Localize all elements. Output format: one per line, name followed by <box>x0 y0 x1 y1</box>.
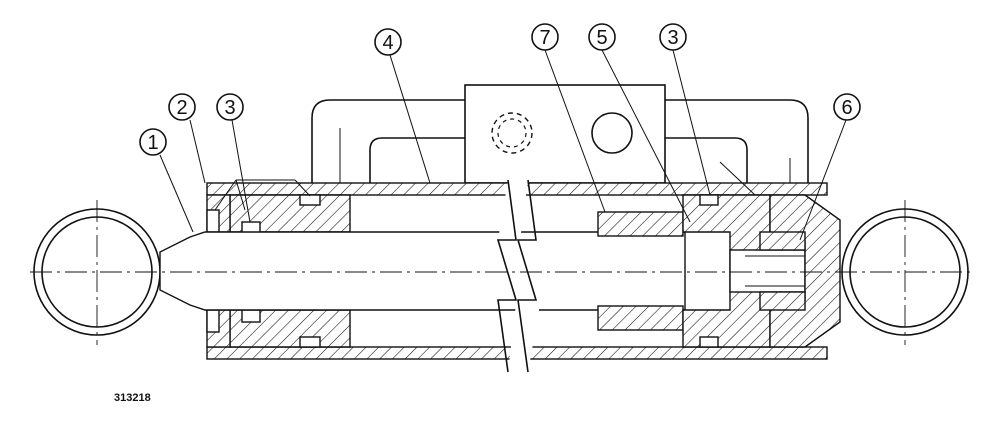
callout-3-right: 3 <box>659 23 687 51</box>
piston-rod <box>159 231 686 311</box>
end-cap <box>759 194 841 348</box>
left-eye-mount <box>33 200 161 345</box>
port-circle <box>591 112 633 154</box>
callout-label: 5 <box>596 27 607 49</box>
callout-3-left: 3 <box>216 93 244 121</box>
callout-label: 6 <box>841 97 852 119</box>
right-eye-mount <box>841 200 969 345</box>
callout-label: 3 <box>224 97 235 119</box>
leader-lines <box>159 49 847 241</box>
callout-label: 3 <box>667 27 678 49</box>
callout-1: 1 <box>139 128 167 156</box>
callout-2: 2 <box>168 93 196 121</box>
callout-label: 2 <box>176 97 187 119</box>
dashed-port-circle <box>491 112 533 154</box>
figure-reference: 313218 <box>114 392 151 404</box>
piston-assembly <box>597 194 806 348</box>
callout-label: 4 <box>382 32 393 54</box>
callout-7: 7 <box>531 23 559 51</box>
gland-head <box>206 194 351 348</box>
callout-5: 5 <box>588 23 616 51</box>
callout-4: 4 <box>374 28 402 56</box>
mounting-block <box>464 84 666 184</box>
break-marks <box>496 179 540 373</box>
callout-label: 1 <box>147 132 158 154</box>
callout-6: 6 <box>833 93 861 121</box>
dashed-port-circle-inner <box>497 118 527 148</box>
callout-label: 7 <box>539 27 550 49</box>
